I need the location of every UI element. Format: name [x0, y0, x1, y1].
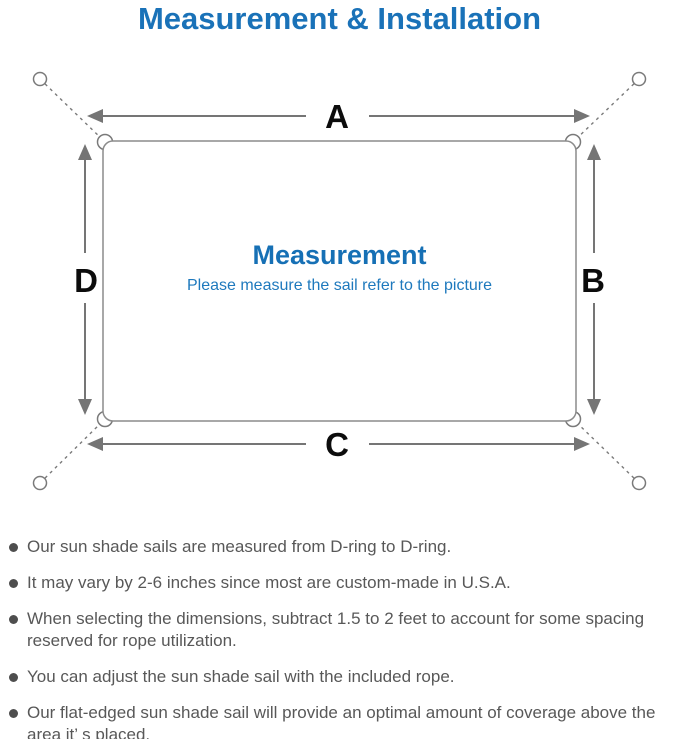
anchor-point-icon-bottom-right — [631, 475, 647, 491]
list-item-text: Our sun shade sails are measured from D-… — [27, 537, 452, 556]
dimension-label-a: A — [325, 98, 349, 135]
bullet-dot-icon — [9, 615, 18, 624]
arrowhead-d-up-icon — [78, 144, 92, 160]
list-item-text: Our flat-edged sun shade sail will provi… — [27, 703, 656, 739]
list-item: Our sun shade sails are measured from D-… — [9, 536, 667, 558]
list-item: Our flat-edged sun shade sail will provi… — [9, 702, 667, 739]
rope-dashed-line-top-right — [573, 78, 640, 142]
arrowhead-b-up-icon — [587, 144, 601, 160]
list-item: You can adjust the sun shade sail with t… — [9, 666, 667, 688]
bullet-dot-icon — [9, 579, 18, 588]
list-item: When selecting the dimensions, subtract … — [9, 608, 667, 652]
page-title: Measurement & Installation — [137, 1, 542, 36]
arrowhead-c-left-icon — [87, 437, 103, 451]
list-item-text: You can adjust the sun shade sail with t… — [27, 667, 455, 686]
list-item-text: When selecting the dimensions, subtract … — [27, 609, 645, 650]
dimension-label-d: D — [74, 262, 98, 299]
rope-dashed-line-bottom-left — [39, 419, 105, 484]
rope-dashed-line-bottom-right — [573, 419, 640, 484]
bullet-dot-icon — [9, 673, 18, 682]
dimension-label-b: B — [581, 262, 605, 299]
bullet-dot-icon — [9, 709, 18, 718]
list-item-text: It may vary by 2-6 inches since most are… — [27, 573, 511, 592]
list-item: It may vary by 2-6 inches since most are… — [9, 572, 667, 594]
anchor-point-icon-bottom-left — [32, 475, 48, 491]
bullet-dot-icon — [9, 543, 18, 552]
arrowhead-d-down-icon — [78, 399, 92, 415]
arrowhead-b-down-icon — [587, 399, 601, 415]
center-note-subheading: Please measure the sail refer to the pic… — [186, 277, 493, 294]
notes-list: Our sun shade sails are measured from D-… — [9, 536, 667, 739]
arrowhead-a-left-icon — [87, 109, 103, 123]
anchor-point-icon-top-right — [631, 71, 647, 87]
center-note: Measurement Please measure the sail refe… — [103, 240, 576, 295]
arrowhead-a-right-icon — [574, 109, 590, 123]
measurement-diagram: A D B C — [32, 71, 647, 491]
rope-dashed-line-top-left — [39, 78, 105, 142]
sail-outline — [102, 140, 577, 422]
dimension-label-c: C — [325, 426, 349, 463]
anchor-point-icon-top-left — [32, 71, 48, 87]
center-note-heading: Measurement — [252, 240, 427, 270]
arrowhead-c-right-icon — [574, 437, 590, 451]
